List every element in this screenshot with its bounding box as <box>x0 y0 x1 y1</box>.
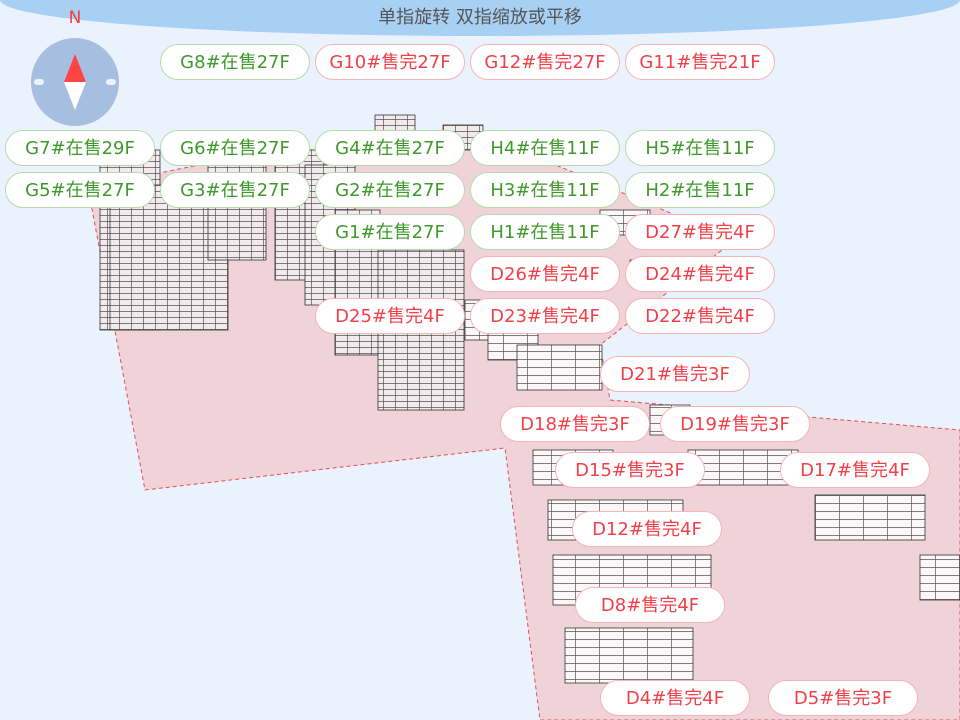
building-label[interactable]: G10#售完27F <box>315 44 465 80</box>
building-label[interactable]: D18#售完3F <box>500 406 650 442</box>
building-label[interactable]: G8#在售27F <box>160 44 310 80</box>
building-label[interactable]: G6#在售27F <box>160 130 310 166</box>
building-label[interactable]: D23#售完4F <box>470 298 620 334</box>
building-label[interactable]: D8#售完4F <box>575 587 725 623</box>
building-label[interactable]: D26#售完4F <box>470 256 620 292</box>
building-label[interactable]: G3#在售27F <box>160 172 310 208</box>
building-label[interactable]: H4#在售11F <box>470 130 620 166</box>
building-label[interactable]: D4#售完4F <box>600 680 750 716</box>
building-label[interactable]: D21#售完3F <box>600 356 750 392</box>
north-label: N <box>68 8 82 28</box>
building-label[interactable]: G4#在售27F <box>315 130 465 166</box>
gesture-hint: 单指旋转 双指缩放或平移 <box>378 7 582 28</box>
building-label[interactable]: G1#在售27F <box>315 214 465 250</box>
building-label[interactable]: H2#在售11F <box>625 172 775 208</box>
building-label[interactable]: D17#售完4F <box>780 452 930 488</box>
building-label[interactable]: D15#售完3F <box>555 452 705 488</box>
building-label[interactable]: D19#售完3F <box>660 406 810 442</box>
building-label[interactable]: G12#售完27F <box>470 44 620 80</box>
building-label[interactable]: G2#在售27F <box>315 172 465 208</box>
building[interactable] <box>516 344 603 391</box>
building-label[interactable]: G5#在售27F <box>5 172 155 208</box>
compass-tick <box>34 79 44 85</box>
building-label[interactable]: D12#售完4F <box>572 511 722 547</box>
building-label[interactable]: H5#在售11F <box>625 130 775 166</box>
compass-icon[interactable]: N <box>31 8 119 126</box>
building-label[interactable]: D27#售完4F <box>625 214 775 250</box>
compass-needle-icon <box>64 54 86 110</box>
building[interactable] <box>919 554 960 601</box>
building-label[interactable]: D24#售完4F <box>625 256 775 292</box>
building-label[interactable]: D25#售完4F <box>315 298 465 334</box>
compass-tick <box>106 79 116 85</box>
building-label[interactable]: D5#售完3F <box>768 680 918 716</box>
building[interactable] <box>564 627 694 684</box>
building[interactable] <box>687 449 799 486</box>
building-label[interactable]: G11#售完21F <box>625 44 775 80</box>
building[interactable] <box>814 494 926 541</box>
building-label[interactable]: H1#在售11F <box>470 214 620 250</box>
building-label[interactable]: G7#在售29F <box>5 130 155 166</box>
building-label[interactable]: D22#售完4F <box>625 298 775 334</box>
building-label[interactable]: H3#在售11F <box>470 172 620 208</box>
